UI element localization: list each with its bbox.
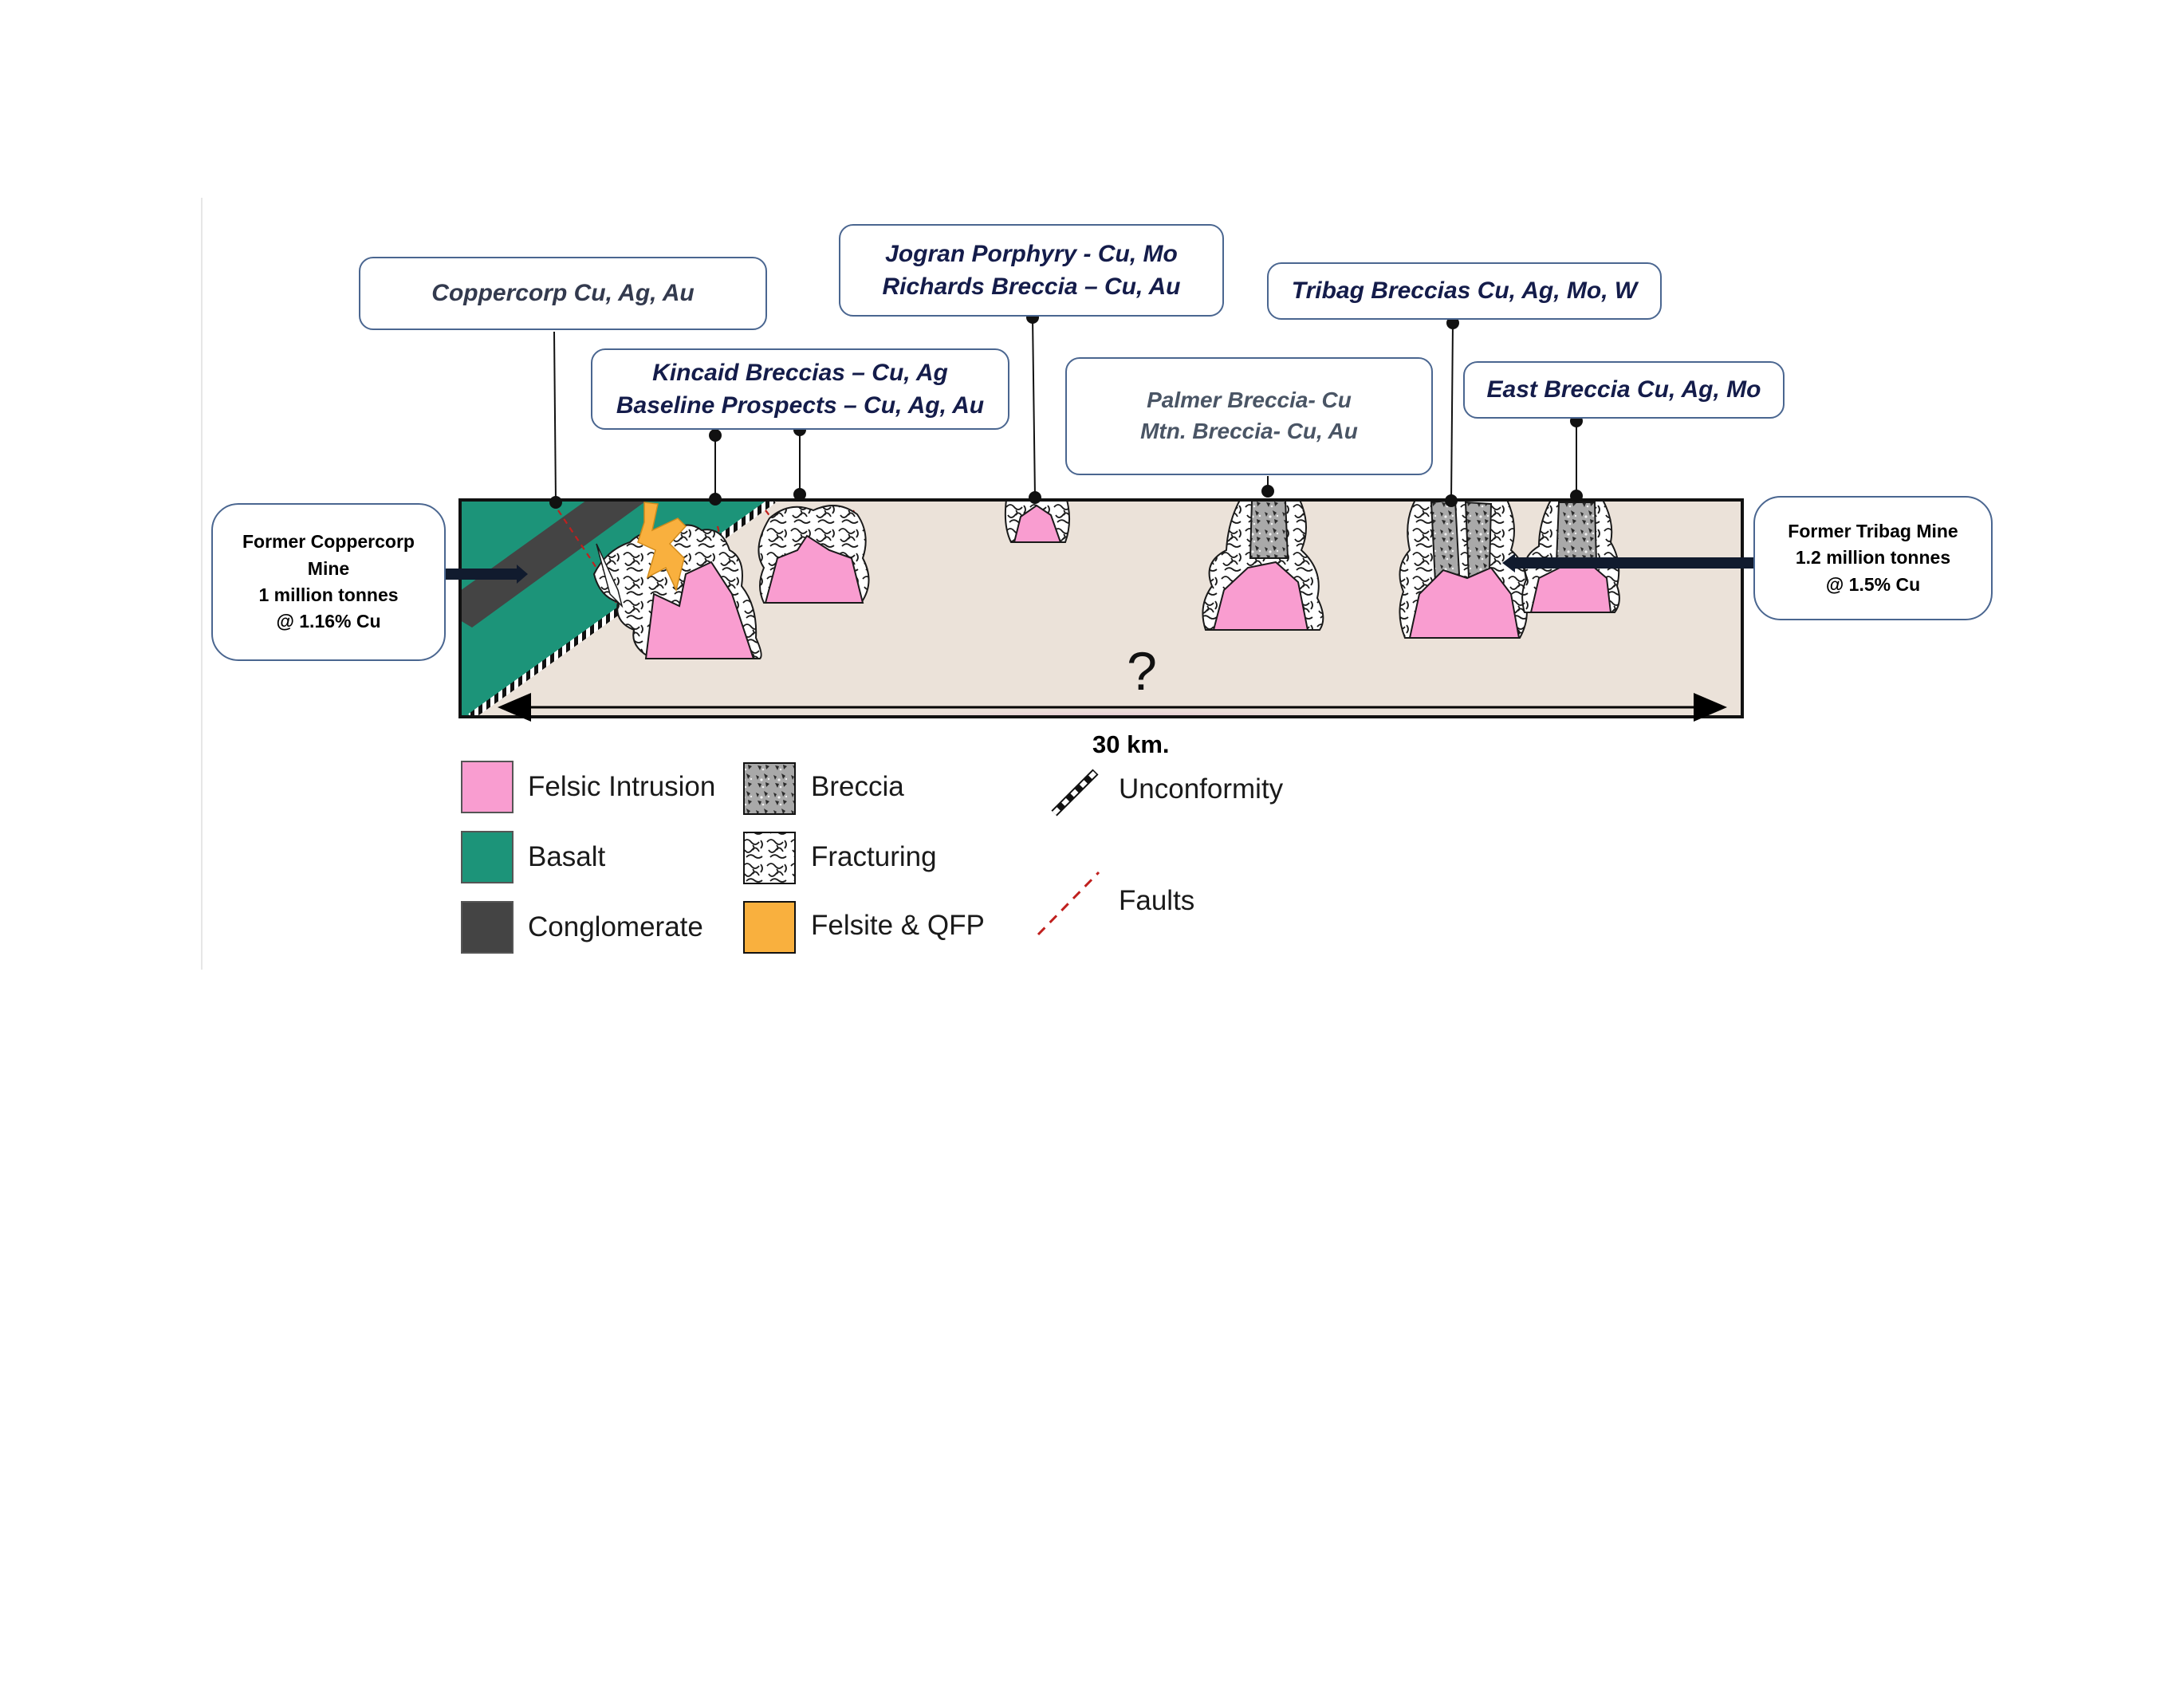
callout-palmer-mtn: Palmer Breccia- Cu Mtn. Breccia- Cu, Au	[1065, 357, 1433, 475]
mine-line: 1 million tonnes	[258, 584, 399, 605]
scale-label: 30 km.	[1092, 730, 1170, 758]
legend-swatch-conglomerate	[461, 901, 514, 954]
callout-line: Kincaid Breccias – Cu, Ag	[652, 359, 948, 386]
east-breccia-complex	[1521, 499, 1620, 613]
legend-label-breccia: Breccia	[811, 771, 904, 802]
legend-label-felsite-qfp: Felsite & QFP	[811, 910, 985, 941]
legend-swatch-fracturing	[743, 832, 796, 884]
callout-line: Baseline Prospects – Cu, Ag, Au	[616, 392, 985, 419]
mine-line: Former Coppercorp	[242, 531, 415, 553]
palmer-breccia-complex	[1202, 499, 1324, 631]
mine-line: 1.2 million tonnes	[1795, 547, 1951, 569]
mine-box-tribag: Former Tribag Mine 1.2 million tonnes @ …	[1753, 496, 1993, 620]
felsite-qfp-dyke	[637, 502, 687, 592]
legend-label-fracturing: Fracturing	[811, 841, 937, 872]
legend-swatch-felsic-intrusion	[461, 761, 514, 813]
cross-section: ?	[458, 498, 1744, 722]
legend	[461, 761, 1100, 954]
legend-label-faults: Faults	[1119, 885, 1195, 916]
tribag-breccia-complex	[1399, 498, 1528, 639]
page-margin-line	[201, 198, 203, 970]
breccia-pipe	[1464, 501, 1493, 580]
legend-swatch-faults	[1037, 871, 1100, 936]
intrusion-spike	[596, 543, 624, 608]
felsic-intrusion	[644, 561, 755, 659]
callout-line: Richards Breccia – Cu, Au	[882, 273, 1181, 300]
legend-label-basalt: Basalt	[528, 841, 606, 872]
callout-coppercorp: Coppercorp Cu, Ag, Au	[359, 257, 767, 330]
callout-jogran-richards: Jogran Porphyry - Cu, Mo Richards Brecci…	[839, 224, 1224, 317]
mine-line: Mine	[307, 557, 350, 579]
breccia-pipe	[1249, 499, 1289, 559]
callout-tribag-breccias: Tribag Breccias Cu, Ag, Mo, W	[1267, 262, 1662, 320]
kincaid-intrusion-complex	[592, 524, 762, 659]
unknown-depth-marker: ?	[1127, 641, 1157, 702]
mine-line: Former Tribag Mine	[1788, 520, 1958, 541]
felsic-intrusion	[1408, 566, 1521, 639]
legend-label-conglomerate: Conglomerate	[528, 911, 703, 942]
mine-line: @ 1.16% Cu	[276, 611, 381, 632]
jogran-intrusion-complex	[1004, 499, 1070, 543]
breccia-pipe	[1430, 498, 1461, 584]
callout-line: Coppercorp Cu, Ag, Au	[431, 280, 695, 307]
felsic-intrusion	[1212, 561, 1309, 631]
felsic-intrusion	[1013, 504, 1062, 543]
callout-line: Tribag Breccias Cu, Ag, Mo, W	[1291, 277, 1638, 305]
mine-line: @ 1.5% Cu	[1825, 573, 1921, 595]
mine-arrows	[444, 553, 1754, 584]
legend-swatch-felsite-qfp	[743, 901, 796, 954]
felsic-intrusion	[764, 534, 864, 604]
legend-swatch-basalt	[461, 831, 514, 883]
legend-label-felsic-intrusion: Felsic Intrusion	[528, 771, 716, 802]
callout-line: Palmer Breccia- Cu	[1147, 388, 1352, 413]
callout-kincaid-baseline: Kincaid Breccias – Cu, Ag Baseline Prosp…	[591, 348, 1009, 430]
conglomerate-layer	[460, 500, 647, 628]
callout-line: Mtn. Breccia- Cu, Au	[1140, 419, 1358, 443]
callout-line: Jogran Porphyry - Cu, Mo	[885, 240, 1178, 267]
baseline-intrusion-complex	[758, 505, 870, 604]
breccia-pipe	[1555, 502, 1598, 563]
leader-lines	[549, 311, 1583, 509]
legend-swatch-breccia	[743, 762, 796, 815]
mine-box-coppercorp: Former Coppercorp Mine 1 million tonnes …	[211, 503, 446, 661]
callout-east-breccia: East Breccia Cu, Ag, Mo	[1463, 361, 1785, 419]
legend-label-unconformity: Unconformity	[1119, 773, 1284, 805]
callout-line: East Breccia Cu, Ag, Mo	[1486, 376, 1761, 403]
